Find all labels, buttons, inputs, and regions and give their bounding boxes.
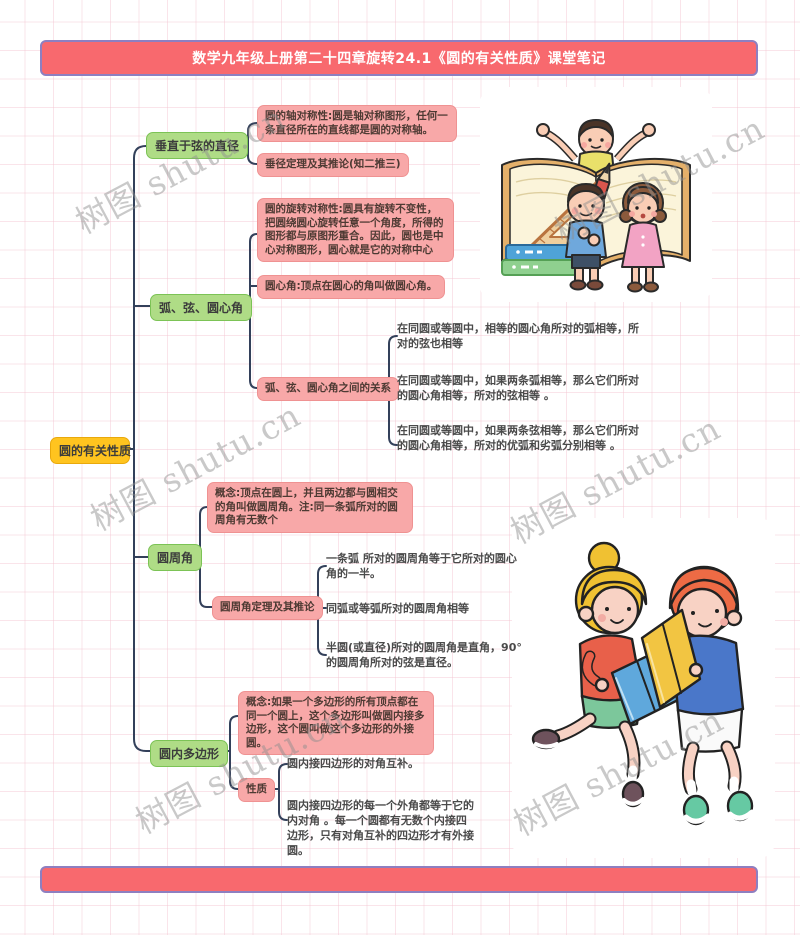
footer-banner [40,866,758,893]
note-axial-symmetry[interactable]: 圆的轴对称性:圆是轴对称图形，任何一条直径所在的直线都是圆的对称轴。 [257,105,457,142]
detail-equal-chords[interactable]: 在同圆或等圆中，如果两条弦相等，那么它们所对的圆心角相等，所对的优弧和劣弧分别相… [397,424,639,452]
detail-equal-central-angles[interactable]: 在同圆或等圆中，相等的圆心角所对的弧相等，所对的弦也相等 [397,322,639,350]
branch-node-inscribed-polygon[interactable]: 圆内多边形 [150,740,229,767]
detail-semicircle-right-angle[interactable]: 半圆(或直径)所对的圆周角是直角，90°的圆周角所对的弦是直径。 [326,641,522,669]
branch-node-arc-chord-angle[interactable]: 弧、弦、圆心角 [150,294,253,321]
detail-same-arc-equal-angles[interactable]: 同弧或等弧所对的圆周角相等 [326,602,469,615]
note-central-angle[interactable]: 圆心角:顶点在圆心的角叫做圆心角。 [257,275,446,299]
kids-with-book-illustration [501,119,691,293]
page-title: 数学九年级上册第二十四章旋转24.1《圆的有关性质》课堂笔记 [192,51,606,67]
kids-reading-illustration [531,541,755,826]
note-inscribed-angle-theorem[interactable]: 圆周角定理及其推论 [212,596,323,620]
detail-opposite-angles-supplementary[interactable]: 圆内接四边形的对角互补。 [287,757,419,770]
detail-exterior-angle[interactable]: 圆内接四边形的每一个外角都等于它的内对角 。每一个圆都有无数个内接四边形，只有对… [287,799,474,857]
detail-equal-arcs[interactable]: 在同圆或等圆中，如果两条弧相等，那么它们所对的圆心角相等，所对的弦相等 。 [397,374,639,402]
note-inscribed-polygon-concept[interactable]: 概念:如果一个多边形的所有顶点都在同一个圆上，这个多边形叫做圆内接多边形，这个圆… [238,691,434,755]
detail-half-central-angle[interactable]: 一条弧 所对的圆周角等于它所对的圆心角的一半。 [326,552,517,580]
note-polygon-properties[interactable]: 性质 [238,778,275,802]
branch-node-perpendicular-diameter[interactable]: 垂直于弦的直径 [146,132,249,159]
note-rotational-symmetry[interactable]: 圆的旋转对称性:圆具有旋转不变性，把圆绕圆心旋转任意一个角度，所得的图形都与原图… [257,198,454,262]
note-arc-chord-angle-relation[interactable]: 弧、弦、圆心角之间的关系 [257,377,399,401]
illustration-card-top [480,87,712,302]
note-inscribed-angle-concept[interactable]: 概念:顶点在圆上，并且两边都与圆相交的角叫做圆周角。注:同一条弧所对的圆周角有无… [207,482,413,533]
root-node[interactable]: 圆的有关性质 [50,437,131,464]
branch-node-inscribed-angle[interactable]: 圆周角 [148,544,203,571]
note-perpendicular-chord-theorem[interactable]: 垂径定理及其推论(知二推三) [257,153,409,177]
illustration-card-bottom [512,518,775,858]
title-banner: 数学九年级上册第二十四章旋转24.1《圆的有关性质》课堂笔记 [40,40,758,76]
